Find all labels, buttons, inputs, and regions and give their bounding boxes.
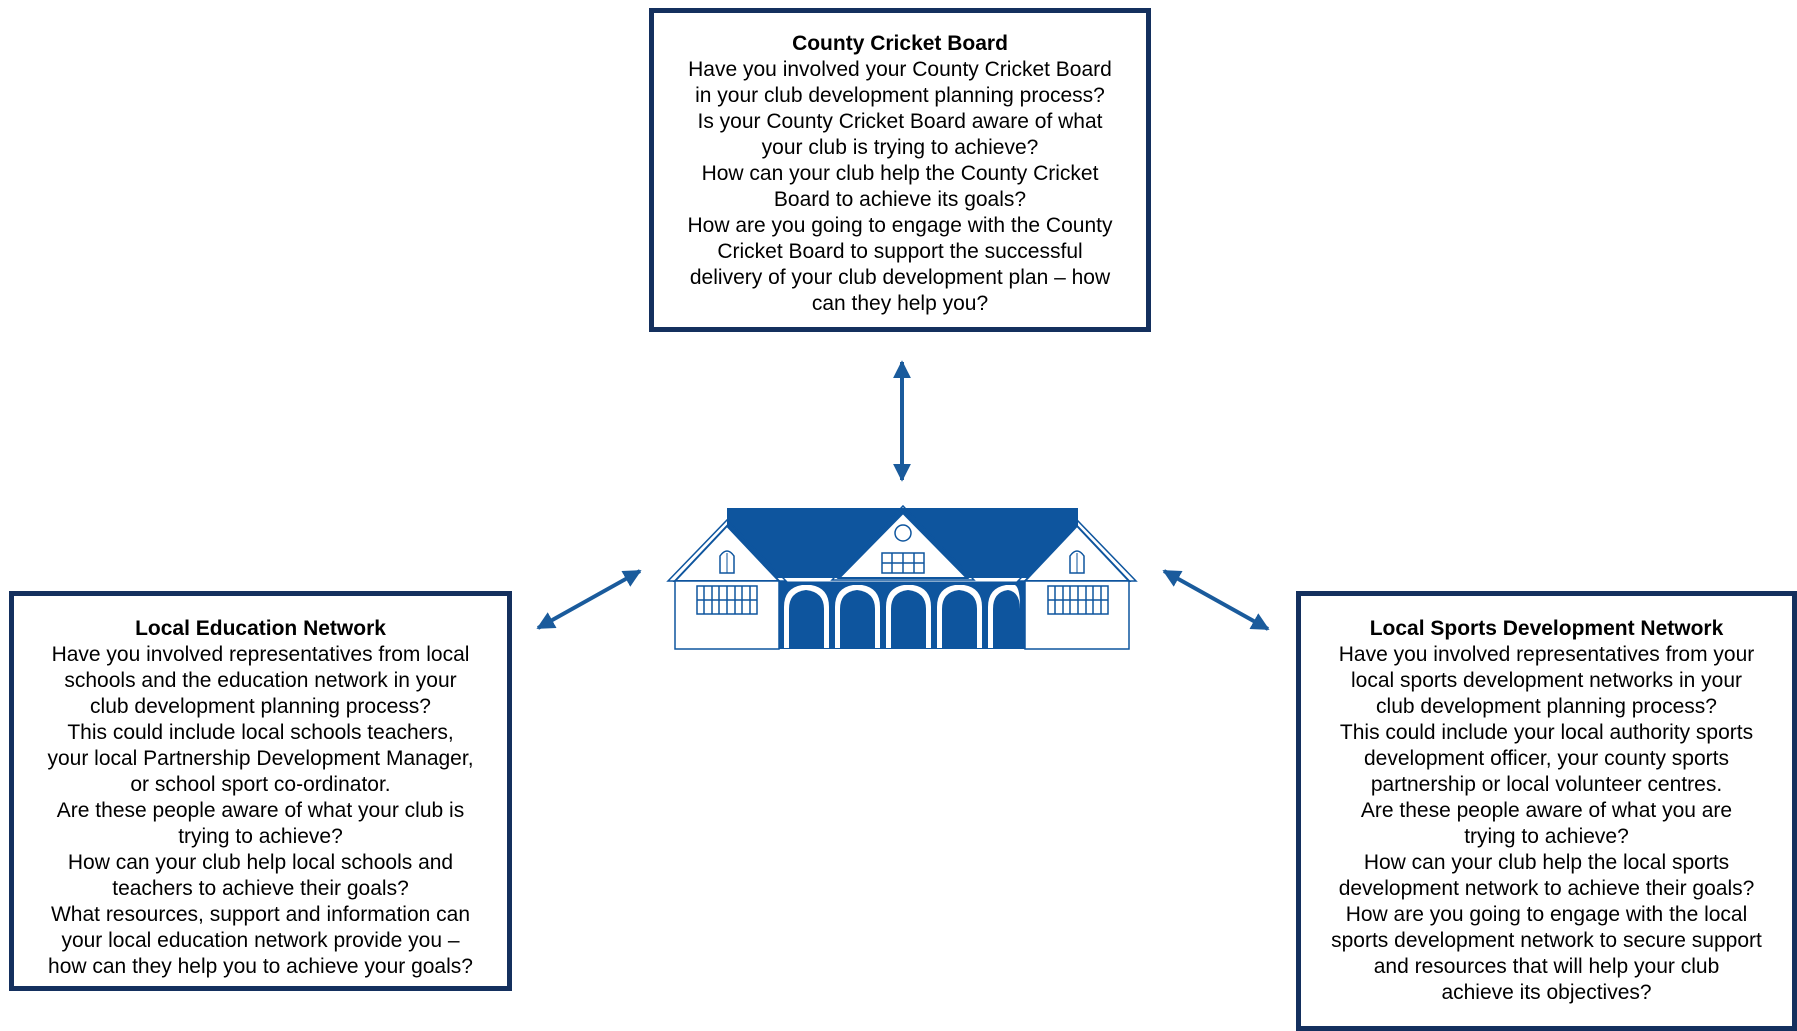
clubhouse-icon — [666, 504, 1138, 650]
box-text-line: Have you involved your County Cricket Bo… — [688, 58, 1112, 81]
box-text-line: This could include local schools teacher… — [67, 721, 454, 744]
box-text-line: Are these people aware of what you are — [1360, 799, 1733, 822]
box-text-line: This could include your local authority … — [1339, 721, 1754, 744]
box-title: Local Sports Development Network — [1369, 617, 1724, 640]
local-education-network-box: Local Education Network Have you involve… — [9, 591, 512, 991]
box-text-line: How can your club help local schools and — [67, 851, 454, 874]
county-cricket-board-box: County Cricket Board Have you involved y… — [649, 8, 1151, 332]
box-text-line: partnership or local volunteer centres. — [1370, 773, 1723, 796]
box-title: County Cricket Board — [792, 32, 1008, 55]
box-text-line: How can your club help the local sports — [1363, 851, 1730, 874]
box-text-line: how can they help you to achieve your go… — [48, 955, 473, 978]
box-title: Local Education Network — [135, 617, 386, 640]
box-text-line: trying to achieve? — [178, 825, 343, 848]
box-text-line: your local education network provide you… — [61, 929, 460, 952]
box-text-line: club development planning process? — [90, 695, 431, 718]
box-text-line: delivery of your club development plan –… — [689, 266, 1111, 289]
box-text-line: Is your County Cricket Board aware of wh… — [697, 110, 1103, 133]
box-text-line: your club is trying to achieve? — [761, 136, 1039, 159]
box-text-line: sports development network to secure sup… — [1331, 929, 1762, 952]
arrow-right — [1162, 569, 1270, 631]
box-text-line: Board to achieve its goals? — [773, 188, 1027, 211]
arrow-left — [536, 569, 642, 630]
box-text-line: How can your club help the County Cricke… — [701, 162, 1099, 185]
box-text-line: achieve its objectives? — [1441, 981, 1652, 1004]
box-text-line: teachers to achieve their goals? — [112, 877, 409, 900]
box-text-line: local sports development networks in you… — [1350, 669, 1743, 692]
box-text-line: in your club development planning proces… — [695, 84, 1105, 107]
local-sports-development-network-box: Local Sports Development Network Have yo… — [1296, 591, 1797, 1031]
box-text-line: development network to achieve their goa… — [1338, 877, 1755, 900]
box-text-line: and resources that will help your club — [1373, 955, 1720, 978]
box-text-line: schools and the education network in you… — [64, 669, 457, 692]
box-text-line: can they help you? — [811, 292, 989, 315]
box-text-line: club development planning process? — [1376, 695, 1717, 718]
box-text-line: Cricket Board to support the successful — [717, 240, 1083, 263]
box-text-line: or school sport co-ordinator. — [130, 773, 391, 796]
box-text-line: How are you going to engage with the Cou… — [687, 214, 1113, 237]
box-text-line: development officer, your county sports — [1364, 747, 1729, 770]
box-text-line: Have you involved representatives from y… — [1338, 643, 1755, 666]
box-text-line: Are these people aware of what your club… — [56, 799, 465, 822]
box-text-line: your local Partnership Development Manag… — [47, 747, 474, 770]
box-text-line: What resources, support and information … — [50, 903, 471, 926]
box-text-line: How are you going to engage with the loc… — [1345, 903, 1748, 926]
box-text-line: Have you involved representatives from l… — [51, 643, 470, 666]
box-text-line: trying to achieve? — [1464, 825, 1629, 848]
